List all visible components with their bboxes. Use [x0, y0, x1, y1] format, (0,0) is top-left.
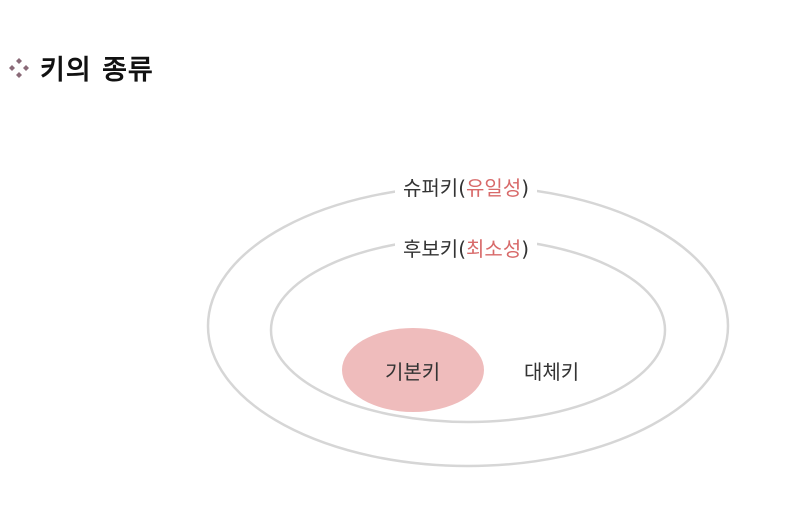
section-heading: 키의 종류	[8, 48, 154, 87]
super-key-label: 슈퍼키(유일성)	[395, 175, 538, 201]
page-title: 키의 종류	[40, 55, 154, 86]
candidate-key-label: 후보키(최소성)	[395, 236, 538, 262]
minimality-text: 최소성	[466, 237, 522, 261]
primary-key-label: 기본키	[385, 360, 441, 384]
super-key-ring	[206, 184, 730, 468]
primary-key-circle	[342, 328, 484, 412]
alternate-key-label: 대체키	[524, 360, 580, 384]
uniqueness-text: 유일성	[466, 176, 522, 200]
diamond-cluster-icon	[9, 57, 29, 78]
